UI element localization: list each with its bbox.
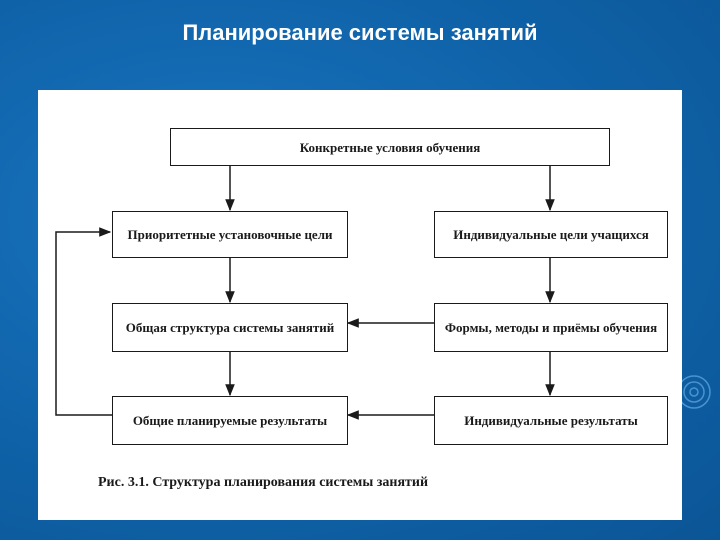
node-priority-goals: Приоритетные установочные цели: [112, 211, 348, 258]
node-general-structure: Общая структура системы занятий: [112, 303, 348, 352]
node-individual-goals: Индивидуальные цели учащихся: [434, 211, 668, 258]
diagram-panel: Конкретные условия обучения Приоритетные…: [38, 90, 682, 520]
node-individual-results: Индивидуальные результаты: [434, 396, 668, 445]
node-forms-methods: Формы, методы и приёмы обучения: [434, 303, 668, 352]
node-general-results: Общие планируемые результаты: [112, 396, 348, 445]
node-conditions: Конкретные условия обучения: [170, 128, 610, 166]
feedback-arrow-results-to-priority: [55, 227, 112, 416]
figure-caption: Рис. 3.1. Структура планирования системы…: [98, 475, 429, 490]
slide-title: Планирование системы занятий: [182, 20, 538, 45]
diagram-connectors: [55, 166, 555, 420]
